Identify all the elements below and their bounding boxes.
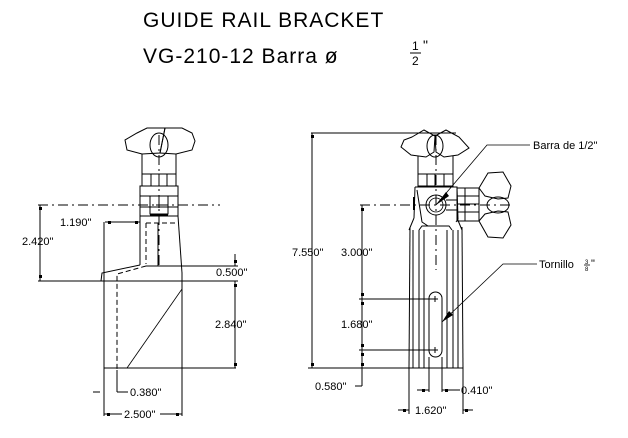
- dim-2840-label: 2.840": [215, 319, 247, 331]
- model-text: VG-210-12 Barra: [143, 45, 325, 68]
- dim-0380-label: 0.380": [130, 387, 162, 399]
- dim-1190-label: 1.190": [60, 217, 92, 229]
- side-view: 2.420" 1.190" 0.500" 2.840": [22, 127, 248, 421]
- bracket-body: [100, 215, 183, 370]
- wing-knob-top: [124, 127, 196, 180]
- title-fraction-denominator: 2: [412, 54, 419, 68]
- screw-leader: [441, 263, 537, 323]
- adjustment-slot: [428, 291, 443, 358]
- dim-3000-label: 3.000": [341, 247, 373, 259]
- dim-0410-label: 0.410": [461, 385, 493, 397]
- dim-1620: 1.620": [398, 368, 473, 417]
- dim-0580: 0.580": [315, 363, 364, 393]
- callout-bar-label: Barra de 1/2": [533, 140, 598, 152]
- title-inch-mark: ": [423, 37, 428, 53]
- phi-symbol: ø: [325, 45, 339, 68]
- dim-2420-label: 2.420": [22, 236, 54, 248]
- callout-screw-inch: ": [591, 258, 595, 270]
- dim-2840: 2.840": [215, 284, 247, 368]
- dim-1680-label: 1.680": [341, 319, 373, 331]
- callout-screw-frac-den: 8: [585, 267, 589, 273]
- dim-2500-label: 2.500": [124, 409, 156, 421]
- dim-3000: 3.000": [341, 205, 373, 368]
- dim-0580-label: 0.580": [315, 381, 347, 393]
- title-line-2: VG-210-12 Barra ø: [143, 45, 339, 68]
- callout-screw-label: Tornillo: [539, 259, 574, 271]
- dim-2500: 2.500": [104, 368, 183, 421]
- front-view: 7.550" 3.000" 1.680" 0.580": [292, 129, 598, 417]
- dim-0410: 0.410": [417, 357, 493, 397]
- dim-0500-label: 0.500": [216, 267, 248, 279]
- bar-leader: [435, 144, 530, 206]
- callout-screw: Tornillo 3 8 ": [539, 258, 595, 273]
- wing-knob-top-front: [400, 129, 470, 187]
- dim-1620-label: 1.620": [415, 405, 447, 417]
- bracket-base: [103, 273, 236, 369]
- callout-screw-frac-num: 3: [585, 260, 589, 266]
- dim-7550: 7.550": [292, 132, 456, 369]
- title-fraction-numerator: 1: [412, 39, 419, 53]
- dim-0380: 0.380": [93, 368, 162, 416]
- dim-7550-label: 7.550": [292, 247, 324, 259]
- title-line-1: GUIDE RAIL BRACKET: [143, 9, 384, 32]
- dim-1680: 1.680": [341, 293, 432, 356]
- dim-2420: 2.420": [22, 205, 104, 282]
- dim-0500: 0.500": [182, 254, 248, 293]
- title-block: GUIDE RAIL BRACKET VG-210-12 Barra ø 1 2…: [143, 9, 428, 68]
- dim-1190: 1.190": [60, 217, 140, 281]
